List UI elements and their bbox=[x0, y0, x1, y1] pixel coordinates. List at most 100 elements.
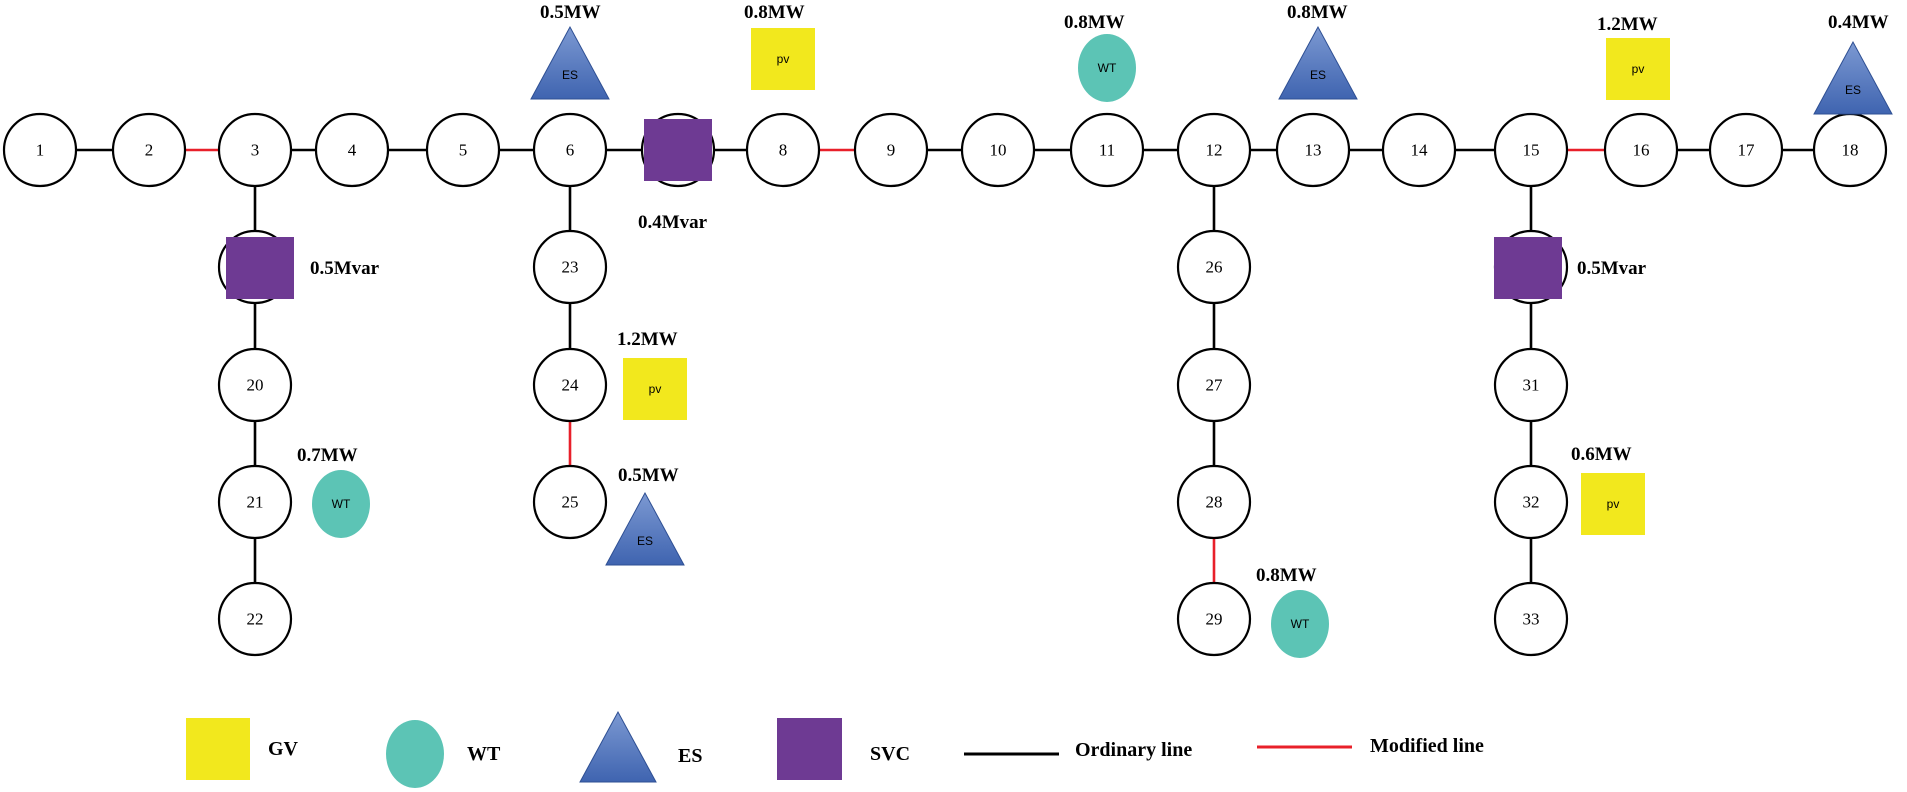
bus-node: 18 bbox=[1812, 112, 1888, 188]
bus-label: 15 bbox=[1523, 141, 1540, 160]
bus-label: 9 bbox=[887, 141, 896, 160]
pv-rating-label: 0.8MW bbox=[744, 2, 805, 23]
bus-circle bbox=[1176, 347, 1252, 423]
wt-icon-label: WT bbox=[332, 497, 351, 511]
bus-label: 22 bbox=[247, 610, 264, 629]
wt-rating-label: 0.8MW bbox=[1064, 12, 1125, 33]
bus-node: 15 bbox=[1493, 112, 1569, 188]
pv-device-bus-8: pv 0.8MW bbox=[744, 2, 815, 90]
bus-circle bbox=[217, 464, 293, 540]
wt-icon bbox=[1078, 34, 1136, 102]
bus-node: 22 bbox=[217, 581, 293, 657]
pv-icon bbox=[623, 358, 687, 420]
bus-node: 17 bbox=[1708, 112, 1784, 188]
bus-node: 9 bbox=[853, 112, 929, 188]
bus-circle bbox=[1381, 112, 1457, 188]
pv-icon-label: pv bbox=[777, 52, 790, 66]
legend-ordinary-line-label: Ordinary line bbox=[1075, 739, 1192, 761]
es-rating-label: 0.5MW bbox=[540, 2, 601, 23]
legend-es-label: ES bbox=[678, 745, 702, 767]
svc-icon bbox=[1494, 237, 1562, 299]
svc-device-bus-19: 0.5Mvar bbox=[226, 237, 380, 299]
bus-label: 14 bbox=[1411, 141, 1429, 160]
es-device-bus-18: ES 0.4MW bbox=[1813, 12, 1893, 115]
bus-node: 28 bbox=[1176, 464, 1252, 540]
pv-icon-label: pv bbox=[1607, 497, 1620, 511]
bus-node: 29 bbox=[1176, 581, 1252, 657]
legend-wt-label: WT bbox=[467, 743, 501, 765]
es-device-bus-13: ES0.8MW bbox=[1278, 2, 1358, 100]
bus-label: 33 bbox=[1523, 610, 1540, 629]
svc-rating-label: 0.5Mvar bbox=[310, 258, 380, 279]
bus-label: 25 bbox=[562, 493, 579, 512]
es-device-bus-6: ES0.5MW bbox=[530, 2, 610, 100]
bus-circle bbox=[1176, 112, 1252, 188]
bus-label: 16 bbox=[1633, 141, 1650, 160]
bus-label: 28 bbox=[1206, 493, 1223, 512]
bus-label: 32 bbox=[1523, 493, 1540, 512]
bus-circle bbox=[1708, 112, 1784, 188]
wt-device-bus-29: WT 0.8MW bbox=[1256, 565, 1329, 658]
bus-label: 24 bbox=[562, 376, 580, 395]
wt-device-bus-11: WT 0.8MW bbox=[1064, 12, 1136, 102]
es-rating-label: 0.4MW bbox=[1828, 12, 1889, 33]
wt-icon-label: WT bbox=[1098, 61, 1117, 75]
bus-circle bbox=[425, 112, 501, 188]
bus-circle bbox=[314, 112, 390, 188]
bus-node: 2 bbox=[111, 112, 187, 188]
legend-gv-swatch bbox=[186, 718, 250, 780]
bus-circle bbox=[217, 112, 293, 188]
es-icon bbox=[530, 25, 610, 100]
bus-node: 21 bbox=[217, 464, 293, 540]
pv-device-bus-24: pv1.2MW bbox=[617, 329, 687, 420]
bus-label: 8 bbox=[779, 141, 788, 160]
legend-es-swatch bbox=[579, 710, 657, 783]
bus-node: 26 bbox=[1176, 229, 1252, 305]
es-device-bus-25: ES0.5MW bbox=[605, 465, 685, 566]
legend-wt-swatch bbox=[386, 720, 444, 788]
wt-rating-label: 0.8MW bbox=[1256, 565, 1317, 586]
bus-node: 13 bbox=[1275, 112, 1351, 188]
bus-circle bbox=[532, 229, 608, 305]
legend: GV WT ES SVC Ordinary line Modified line bbox=[186, 710, 1484, 788]
es-icon-label: ES bbox=[1310, 68, 1326, 82]
es-icon bbox=[1813, 40, 1893, 115]
bus-node: 14 bbox=[1381, 112, 1457, 188]
bus-circle bbox=[1069, 112, 1145, 188]
bus-label: 23 bbox=[562, 258, 579, 277]
svc-icon bbox=[644, 119, 712, 181]
bus-circle bbox=[111, 112, 187, 188]
bus-label: 18 bbox=[1842, 141, 1859, 160]
bus-label: 20 bbox=[247, 376, 264, 395]
bus-node: 32 bbox=[1493, 464, 1569, 540]
bus-label: 2 bbox=[145, 141, 154, 160]
bus-circle bbox=[1603, 112, 1679, 188]
wt-icon-label: WT bbox=[1291, 617, 1310, 631]
bus-node: 5 bbox=[425, 112, 501, 188]
legend-modified-line-label: Modified line bbox=[1370, 735, 1484, 757]
bus-circle bbox=[1176, 464, 1252, 540]
bus-node: 20 bbox=[217, 347, 293, 423]
bus-label: 27 bbox=[1206, 376, 1224, 395]
bus-label: 13 bbox=[1305, 141, 1322, 160]
bus-label: 5 bbox=[459, 141, 468, 160]
bus-circle bbox=[532, 347, 608, 423]
bus-node: 1 bbox=[2, 112, 78, 188]
bus-node: 33 bbox=[1493, 581, 1569, 657]
bus-circle bbox=[1493, 464, 1569, 540]
bus-label: 6 bbox=[566, 141, 575, 160]
es-icon-label: ES bbox=[1845, 83, 1861, 97]
bus-node: 8 bbox=[745, 112, 821, 188]
bus-label: 10 bbox=[990, 141, 1007, 160]
bus-circle bbox=[1275, 112, 1351, 188]
pv-device-bus-16: pv1.2MW bbox=[1597, 14, 1670, 100]
svc-rating-label: 0.4Mvar bbox=[638, 212, 708, 233]
devices-layer: ES0.5MWpv0.8MWWT0.8MWES0.8MWpv1.2MWES0.4… bbox=[226, 2, 1893, 658]
wt-rating-label: 0.7MW bbox=[297, 445, 358, 466]
bus-node: 27 bbox=[1176, 347, 1252, 423]
bus-node: 6 bbox=[532, 112, 608, 188]
bus-label: 4 bbox=[348, 141, 357, 160]
es-icon-label: ES bbox=[637, 534, 653, 548]
bus-circle bbox=[1493, 581, 1569, 657]
bus-label: 11 bbox=[1099, 141, 1115, 160]
